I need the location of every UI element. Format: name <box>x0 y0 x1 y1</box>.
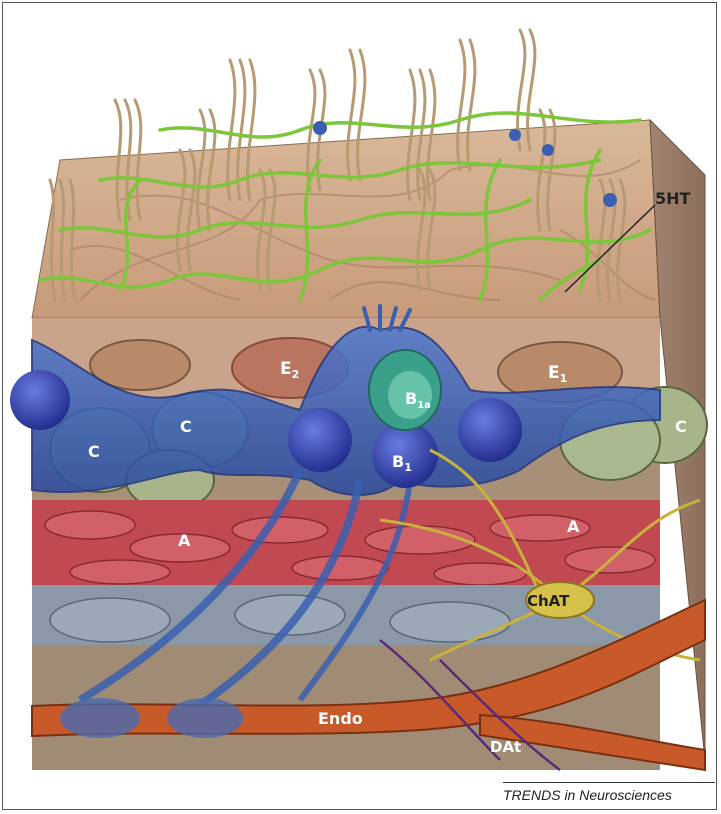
label-endo: Endo <box>318 709 363 728</box>
a-cell-layer <box>32 500 660 585</box>
b1-nucleus-main <box>372 422 438 488</box>
label-c-left: C <box>88 442 100 461</box>
b1-nucleus-left <box>288 408 352 472</box>
label-chat: ChAT <box>527 592 570 610</box>
label-dat: DAt <box>490 738 521 756</box>
label-c-mid: C <box>180 417 192 436</box>
b1-nucleus-right <box>458 398 522 462</box>
b1-nucleus-far-left <box>10 370 70 430</box>
credit-rule <box>503 782 715 783</box>
figure-credit: TRENDS in Neurosciences <box>503 787 672 803</box>
label-5ht: 5HT <box>655 189 691 208</box>
label-a-left: A <box>178 531 191 550</box>
label-a-right: A <box>567 517 580 536</box>
label-c-right: C <box>675 417 687 436</box>
